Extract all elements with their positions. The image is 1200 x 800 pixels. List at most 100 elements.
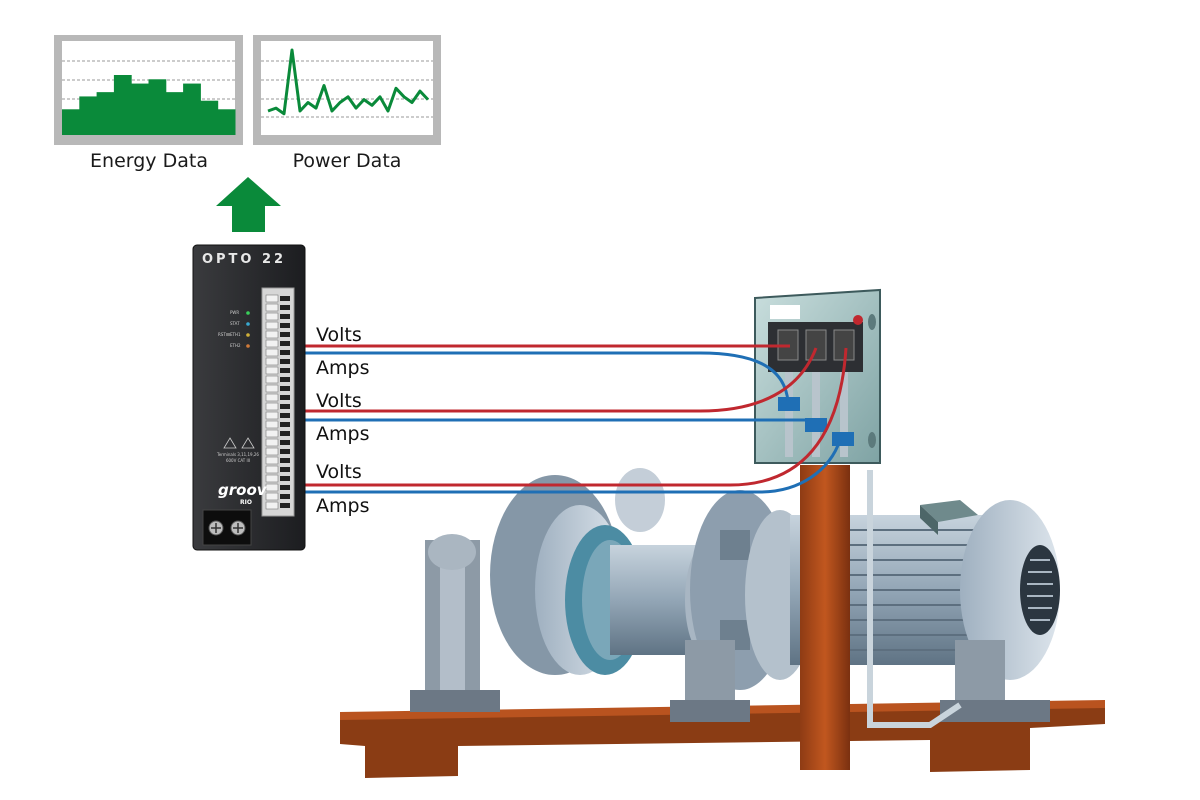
terminal-slot[interactable] — [265, 294, 279, 303]
energy-data-thumbnail: Energy Data — [54, 35, 243, 172]
led-label-eth2: ETH2 — [230, 343, 241, 348]
terminal-screw — [280, 485, 290, 490]
led-eth1-icon — [246, 333, 250, 337]
terminal-slot[interactable] — [265, 438, 279, 447]
energy-bar — [62, 109, 80, 135]
motor-assembly — [340, 465, 1105, 778]
terminal-screw — [280, 413, 290, 418]
led-label-eth1: ETH1 — [230, 332, 241, 337]
terminal-slot[interactable] — [265, 321, 279, 330]
device-brand: OPTO 22 — [202, 252, 286, 267]
motor-terminal-box — [920, 500, 978, 522]
terminal-blocks — [265, 294, 290, 510]
terminal-slot[interactable] — [265, 465, 279, 474]
screw-terminal-icon — [208, 520, 246, 536]
terminal-screw — [280, 494, 290, 499]
terminal-screw — [280, 314, 290, 319]
terminal-screw — [280, 431, 290, 436]
energy-bar — [113, 75, 132, 135]
warning-text-2: 600V CAT III — [226, 458, 250, 463]
groov-logo: groov — [218, 481, 268, 499]
terminal-screw — [280, 350, 290, 355]
terminal-screw — [280, 332, 290, 337]
terminal-slot[interactable] — [265, 330, 279, 339]
terminal-screw — [280, 503, 290, 508]
panel-label-plate — [770, 305, 800, 319]
wire-label-amps-1: Amps — [316, 357, 369, 379]
terminal-slot[interactable] — [265, 312, 279, 321]
terminal-screw — [280, 395, 290, 400]
conduit — [867, 470, 962, 728]
terminal-slot[interactable] — [265, 303, 279, 312]
terminal-slot[interactable] — [265, 366, 279, 375]
current-clamp-3 — [832, 432, 854, 446]
led-pwr-icon — [246, 311, 250, 315]
wire-label-volts-1: Volts — [316, 324, 362, 346]
up-arrow-icon — [216, 177, 281, 232]
terminal-slot[interactable] — [265, 393, 279, 402]
wire-volts-3 — [283, 347, 848, 487]
terminal-slot[interactable] — [265, 492, 279, 501]
terminal-screw — [280, 440, 290, 445]
terminal-slot[interactable] — [265, 456, 279, 465]
terminal-screw — [280, 305, 290, 310]
terminal-slot[interactable] — [265, 447, 279, 456]
terminal-screw — [280, 404, 290, 409]
terminal-screw — [280, 476, 290, 481]
breakers — [777, 329, 855, 361]
terminal-slot[interactable] — [265, 357, 279, 366]
energy-bar — [79, 96, 98, 135]
energy-bar — [148, 79, 167, 135]
wire-label-volts-3: Volts — [316, 461, 362, 483]
terminal-screw — [280, 323, 290, 328]
right-pedestal — [940, 640, 1050, 722]
energy-bar — [183, 83, 201, 135]
wire-labels: Volts Amps Volts Amps Volts Amps — [316, 324, 369, 517]
wire-label-amps-3: Amps — [316, 495, 369, 517]
wire-label-volts-2: Volts — [316, 390, 362, 412]
terminal-screw — [280, 368, 290, 373]
terminal-screw — [280, 467, 290, 472]
electrical-panel — [754, 288, 881, 464]
energy-bar — [200, 100, 219, 135]
wire-label-amps-2: Amps — [316, 423, 369, 445]
terminal-slot[interactable] — [265, 411, 279, 420]
reset-button[interactable] — [226, 333, 230, 336]
terminal-screw — [280, 386, 290, 391]
terminal-slot[interactable] — [265, 474, 279, 483]
terminal-slot[interactable] — [265, 348, 279, 357]
terminal-screw — [280, 296, 290, 301]
terminal-slot[interactable] — [265, 375, 279, 384]
power-line — [267, 48, 430, 116]
terminal-slot[interactable] — [265, 501, 279, 510]
motor-end-cap — [960, 500, 1060, 680]
wire-volts-2 — [283, 347, 818, 413]
energy-bars — [62, 75, 236, 135]
power-data-thumbnail: Power Data — [253, 35, 441, 172]
status-leds: PWR STAT RST ETH1 ETH2 — [218, 310, 250, 348]
led-label-rst: RST — [218, 332, 226, 337]
terminal-slot[interactable] — [265, 429, 279, 438]
terminal-screw — [280, 341, 290, 346]
energy-bar — [131, 83, 149, 135]
bus-bars — [785, 372, 848, 457]
warning-text: Terminals 3,11,19,26 — [216, 452, 259, 457]
terminal-slot[interactable] — [265, 483, 279, 492]
warning-triangle-icon — [223, 437, 255, 449]
steel-post — [800, 465, 850, 770]
terminal-slot[interactable] — [265, 402, 279, 411]
led-label-stat: STAT — [230, 321, 240, 326]
terminal-slot[interactable] — [265, 384, 279, 393]
terminal-slot[interactable] — [265, 339, 279, 348]
wire-amps-3 — [283, 439, 842, 494]
middle-pedestal — [670, 640, 750, 722]
energy-bar — [96, 92, 115, 135]
terminal-screw — [280, 449, 290, 454]
panel-indicator-light — [853, 315, 863, 325]
terminal-screw — [280, 422, 290, 427]
wires — [283, 344, 848, 494]
led-stat-icon — [246, 322, 250, 326]
terminal-slot[interactable] — [265, 420, 279, 429]
energy-data-caption: Energy Data — [90, 150, 208, 172]
